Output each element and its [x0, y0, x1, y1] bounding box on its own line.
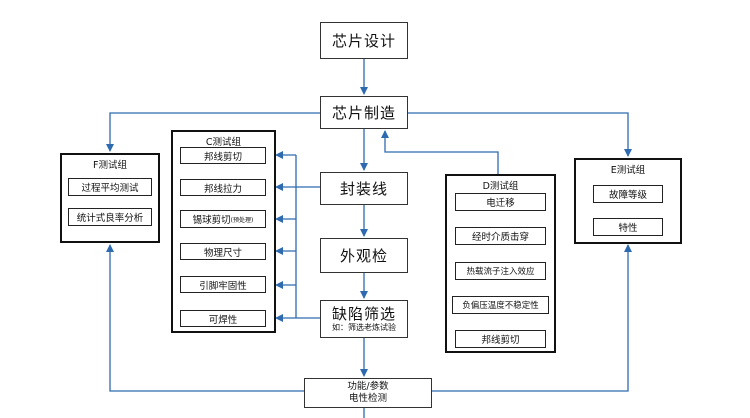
defect-screening-label: 缺陷筛选 [331, 304, 396, 323]
packaging-line-label: 封装线 [339, 180, 388, 198]
group-e-item: 故障等级 [593, 185, 663, 203]
group-c-title: C测试组 [205, 137, 242, 148]
arrow-manufacture-to-e [408, 112, 632, 157]
chip-design-label: 芯片设计 [331, 32, 396, 50]
defect-screening-note: 如：筛选老炼试验 [332, 323, 396, 333]
arrow-manufacture-to-f [106, 112, 320, 152]
group-f-title: F测试组 [93, 160, 127, 171]
visual-inspection-label: 外观检 [339, 247, 388, 265]
packaging-line-box: 封装线 [320, 172, 408, 205]
solder-ball-note: (预处理) [230, 216, 254, 224]
group-f-panel: F测试组 [60, 153, 160, 243]
group-f-item: 过程平均测试 [68, 178, 152, 196]
defect-screening-box: 缺陷筛选 如：筛选老炼试验 [320, 300, 408, 338]
group-e-title: E测试组 [610, 165, 646, 176]
electrical-test-line2: 电性检测 [348, 393, 387, 404]
group-c-item: 物理尺寸 [180, 243, 266, 260]
chip-manufacture-label: 芯片制造 [331, 104, 396, 122]
group-e-item: 特性 [593, 218, 663, 236]
electrical-test-box: 功能/参数 电性检测 [304, 378, 432, 408]
group-c-item: 锡球剪切(预处理) [180, 210, 266, 228]
group-d-item: 负偏压温度不稳定性 [452, 296, 549, 314]
chip-design-box: 芯片设计 [320, 22, 408, 59]
arrow-electrical-to-e [432, 244, 632, 392]
group-c-item: 引脚牢固性 [180, 276, 266, 293]
electrical-test-line1: 功能/参数 [347, 381, 389, 393]
group-f-item: 统计式良率分析 [68, 208, 152, 226]
group-d-item: 经时介质击穿 [455, 227, 546, 245]
group-c-item: 邦线剪切 [180, 147, 266, 164]
group-c-item: 可焊性 [180, 310, 266, 327]
group-d-title: D测试组 [482, 181, 519, 192]
group-d-item: 热载流子注入效应 [455, 262, 546, 280]
group-c-item: 邦线拉力 [180, 179, 266, 196]
chip-manufacture-box: 芯片制造 [320, 96, 408, 129]
group-d-item: 电迁移 [455, 193, 546, 211]
arrow-electrical-to-f [106, 244, 304, 392]
group-d-item: 邦线剪切 [455, 330, 546, 348]
arrow-d-to-manufacture [381, 130, 499, 174]
visual-inspection-box: 外观检 [320, 238, 408, 273]
